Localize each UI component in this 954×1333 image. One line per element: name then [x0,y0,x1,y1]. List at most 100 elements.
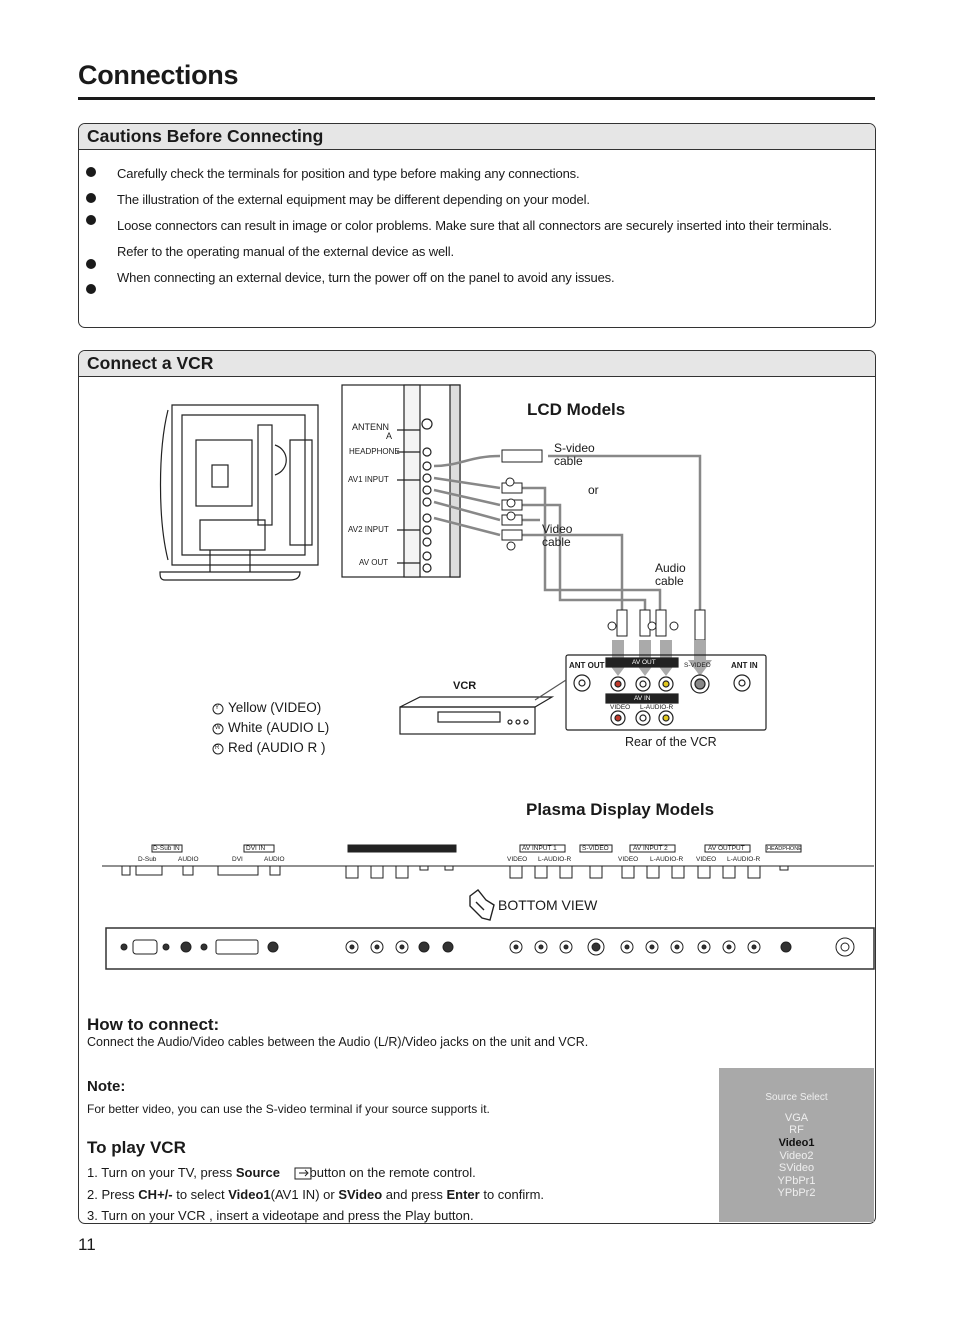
play-step-2-text: 2. Press [87,1187,139,1202]
legend-white-audio-l: White (AUDIO L) [228,720,330,735]
source-option: SVideo [778,1162,815,1174]
bottom-view-label: BOTTOM VIEW [498,897,598,913]
plasma-bottom-panel [105,927,875,970]
play-step-1-text: button on the remote control. [305,1165,476,1180]
source-option: YPbPr2 [777,1187,816,1199]
cable-plugs [501,449,706,641]
play-vcr-heading: To play VCR [87,1138,186,1157]
vcr-rear-caption: Rear of the VCR [625,735,717,749]
plasma-audio-label: AUDIO [264,856,285,863]
vcr-section-header: Connect a VCR [79,351,875,377]
bullet-icon [86,193,96,203]
play-step-2-text: to confirm. [479,1187,545,1202]
play-step-2-text: to select [172,1187,229,1202]
plasma-dvi-in-label: DVI IN [246,845,266,852]
vcr-device-illustration [399,679,567,735]
video-cable-label: Video [542,522,573,536]
video1-text: Video1 [228,1187,271,1202]
source-option: RF [789,1124,804,1136]
source-button-text: Source [235,1165,280,1180]
cautions-title: Cautions Before Connecting [87,126,324,146]
caution-text: Refer to the operating manual of the ext… [117,244,454,259]
note-heading: Note: [87,1078,126,1095]
play-step-1: 1. Turn on your TV, press Source button … [87,1165,476,1180]
page-number: 11 [78,1235,96,1254]
svideo-cable-label: cable [554,454,583,468]
source-option: Video2 [779,1150,814,1162]
svideo-cable-label: S-video [554,441,595,455]
plasma-video-label: VIDEO [507,856,528,863]
vcr-av-in-label: AV IN [634,695,651,702]
legend-icons [212,703,224,755]
legend-letter: R [215,745,220,751]
legend-letter: Y [215,705,220,711]
antenna-jack-label: A [386,431,393,441]
source-option: YPbPr1 [777,1175,816,1187]
headphone-jack-label: HEADPHONE [349,447,400,456]
video-cable-label: cable [542,535,571,549]
source-option-selected: Video1 [778,1137,815,1149]
plasma-video-label: VIDEO [696,856,717,863]
cable-lines [433,454,702,612]
title-rule [78,97,875,100]
ant-out-label: ANT OUT [569,661,605,670]
bullet-icon [86,215,96,225]
vcr-section-title: Connect a VCR [87,353,214,373]
bullet-icon [86,167,96,177]
caution-text: Carefully check the terminals for positi… [117,166,580,181]
plasma-lr-audio-label: L-AUDIO-R [538,856,572,863]
cautions-panel: Cautions Before Connecting Carefully che… [78,123,876,328]
page-title: Connections [78,60,239,90]
bullet-icon [86,284,96,294]
plasma-av-input-2-label: AV INPUT 2 [633,845,668,852]
audio-cable-label: cable [655,574,684,588]
plasma-top-panel [102,844,874,879]
play-step-2-text: (AV1 IN) or [270,1187,339,1202]
plasma-lr-audio-label: L-AUDIO-R [727,856,761,863]
enter-button-text: Enter [446,1187,480,1202]
source-option: VGA [784,1112,809,1124]
vcr-svideo-label: S-VIDEO [684,662,711,669]
source-button-icon [294,1167,312,1180]
legend-red-audio-r: Red (AUDIO R ) [228,740,326,755]
plasma-dsub-in-label: D-Sub IN [153,845,180,852]
plasma-dsub-label: D-Sub [138,856,157,863]
audio-cable-label: Audio [655,561,686,575]
legend-yellow-video: Yellow (VIDEO) [228,700,322,715]
plasma-av-input-1-label: AV INPUT 1 [522,845,557,852]
source-select-menu: Source Select VGA RF Video1 Video2 SVide… [719,1068,874,1222]
bottom-view-hand-icon [469,889,495,921]
or-label: or [588,483,599,497]
source-menu-title: Source Select [765,1092,828,1103]
lcd-tv-rear-illustration [159,404,319,581]
vcr-audio-label: L-AUDIO-R [640,704,674,711]
play-step-2-text: and press [382,1187,447,1202]
plasma-audio-label: AUDIO [178,856,199,863]
lcd-models-heading: LCD Models [527,400,626,419]
av-out-label: AV OUT [359,558,389,567]
play-step-3: 3. Turn on your VCR , insert a videotape… [87,1208,474,1223]
vcr-label: VCR [453,680,477,692]
caution-text: When connecting an external device, turn… [117,270,615,285]
antenna-jack-label: ANTENN [352,422,390,432]
plasma-svideo-label: S-VIDEO [582,845,609,852]
plasma-av-output-label: AV OUTPUT [708,845,745,852]
caution-text: The illustration of the external equipme… [117,192,590,207]
bullet-icon [86,259,96,269]
play-step-2: 2. Press CH+/- to select Video1(AV1 IN) … [87,1187,544,1202]
note-text: For better video, you can use the S-vide… [87,1102,490,1116]
plasma-headphone-label: HEADPHONE [767,846,802,852]
av2-input-label: AV2 INPUT [348,525,389,534]
how-to-connect-heading: How to connect: [87,1015,220,1034]
svideo-text: SVideo [338,1187,383,1202]
play-step-1-text: 1. Turn on your TV, press [87,1165,236,1180]
plasma-video-label: VIDEO [618,856,639,863]
vcr-av-out-label: AV OUT [632,659,656,666]
how-to-connect-text: Connect the Audio/Video cables between t… [87,1035,589,1049]
plasma-lr-audio-label: L-AUDIO-R [650,856,684,863]
plasma-models-heading: Plasma Display Models [526,800,715,819]
cautions-header: Cautions Before Connecting [79,124,875,150]
plasma-dvi-label: DVI [232,856,243,863]
ant-in-label: ANT IN [731,661,758,670]
